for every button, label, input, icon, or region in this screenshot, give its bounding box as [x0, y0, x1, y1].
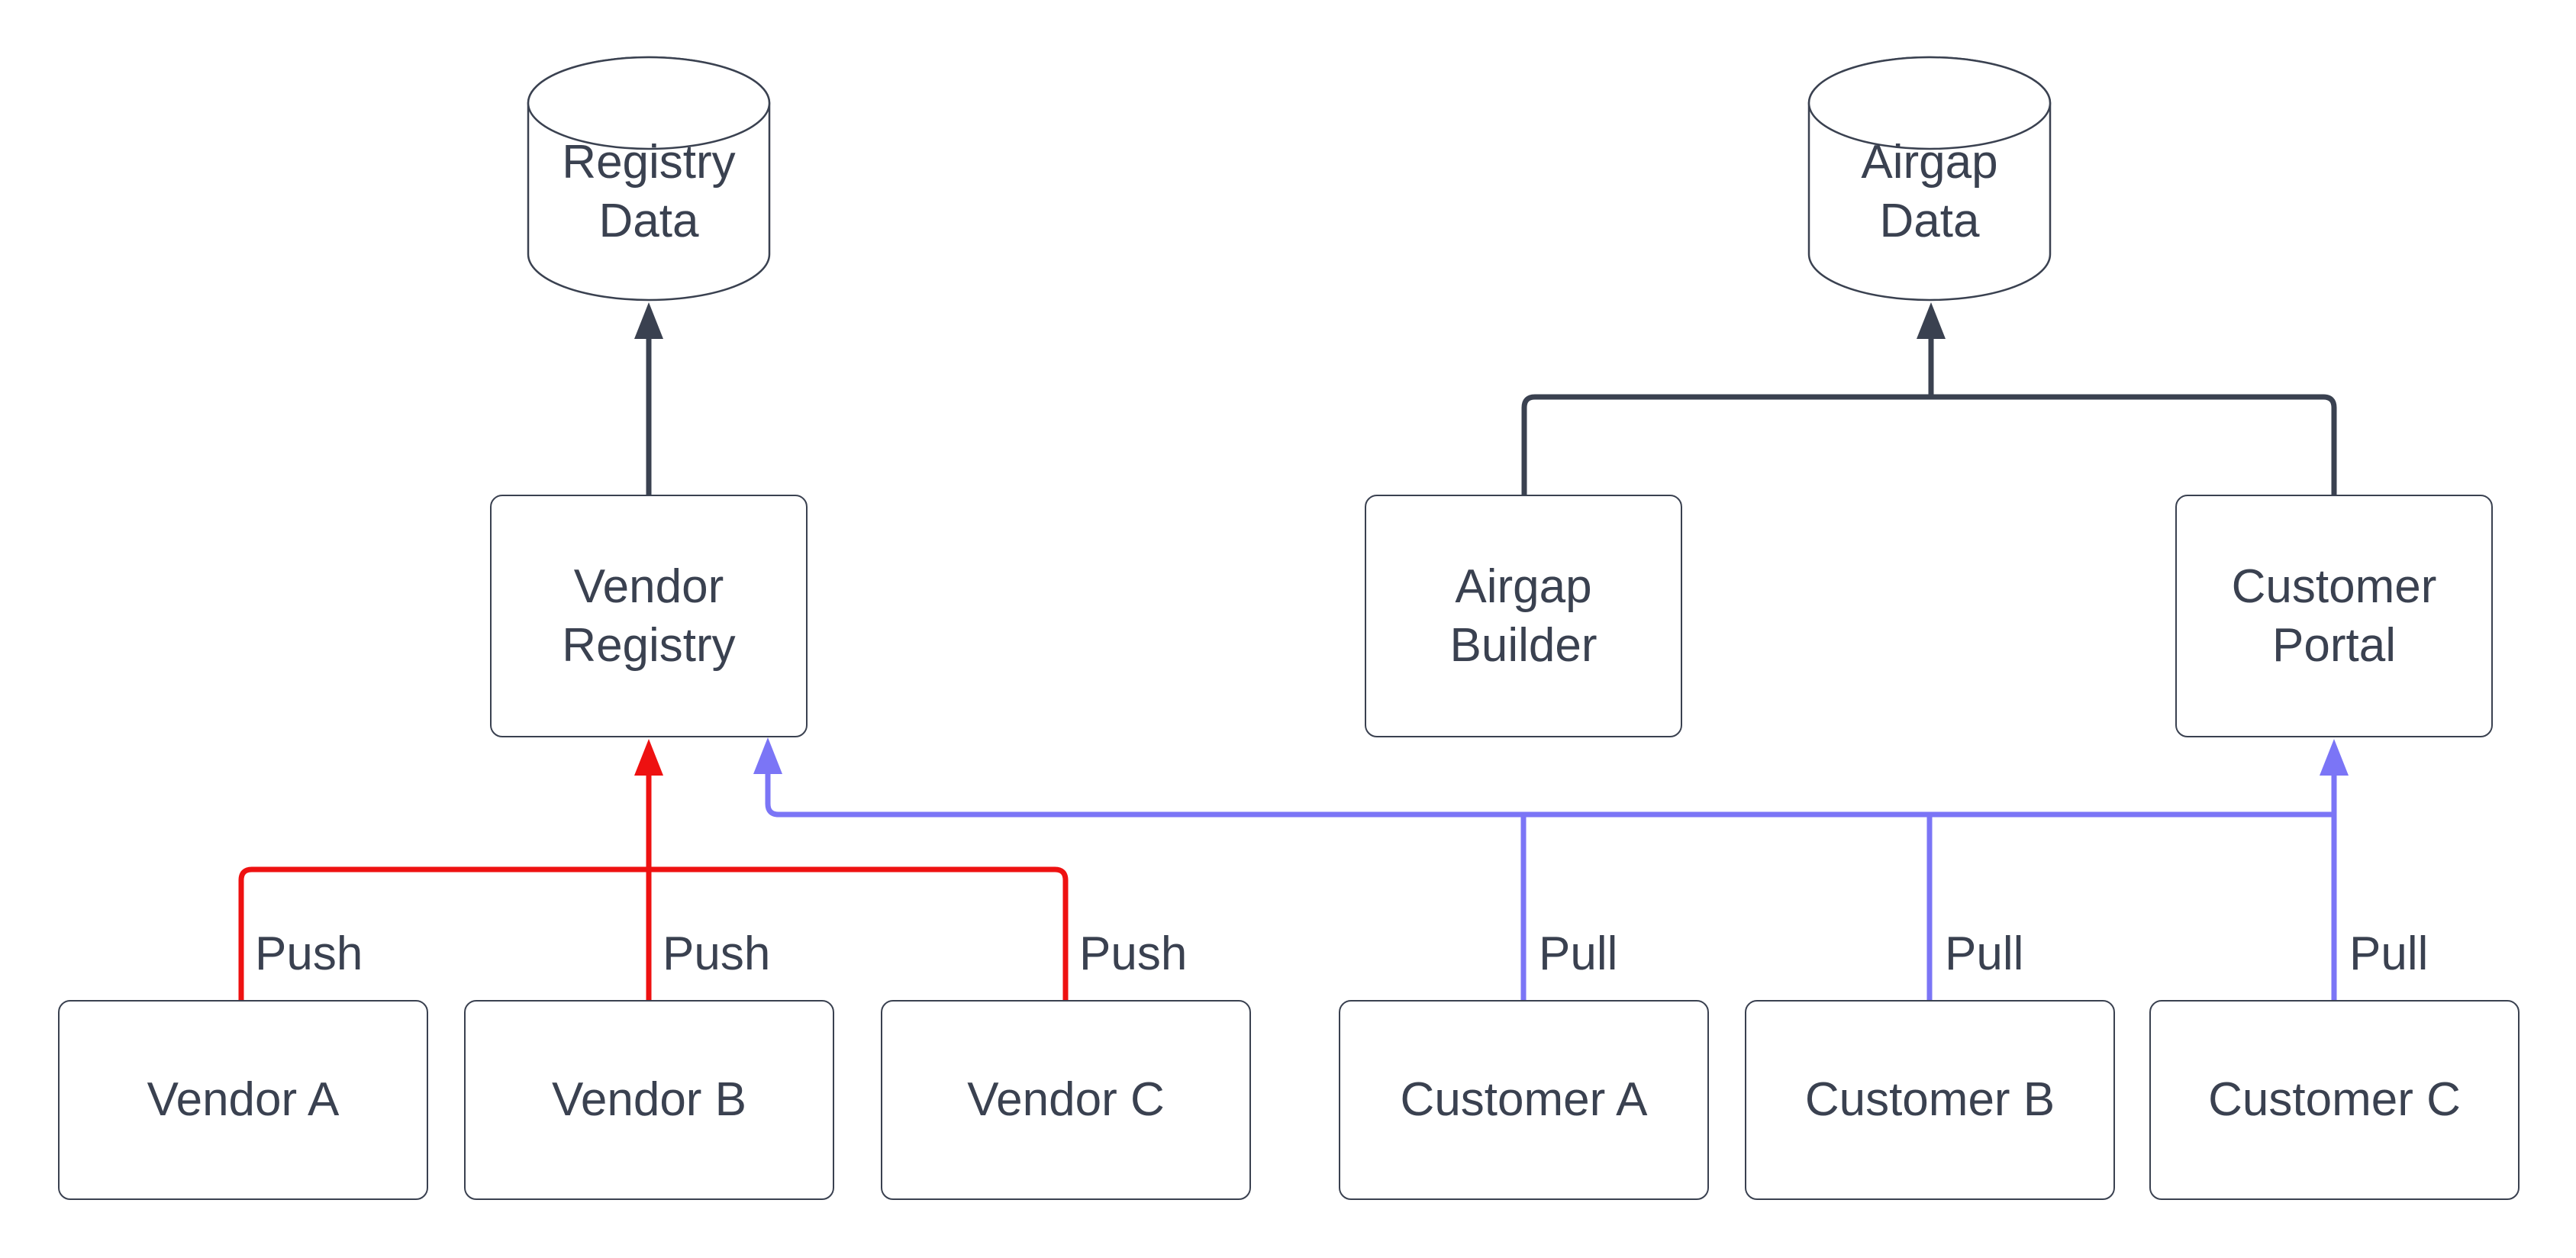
edge-label-pull-customer-c: Pull — [2349, 927, 2429, 980]
node-label: Customer C — [2208, 1073, 2461, 1127]
node-label: Customer A — [1400, 1073, 1648, 1127]
node-customer-b: Customer B — [1745, 1000, 2115, 1200]
node-label: Vendor A — [147, 1073, 340, 1127]
node-customer-portal: Customer Portal — [2175, 495, 2493, 737]
edge-label-pull-customer-b: Pull — [1945, 927, 2024, 980]
arrowhead-pull-vendor-registry — [753, 737, 782, 774]
node-label: Registry Data — [562, 135, 736, 248]
edge-label-pull-customer-a: Pull — [1539, 927, 1618, 980]
node-vendor-registry: Vendor Registry — [490, 495, 808, 737]
edge-airgap-bracket — [1521, 394, 2337, 495]
arrowhead-pull-customer-portal — [2320, 739, 2349, 776]
node-vendor-b: Vendor B — [464, 1000, 834, 1200]
edge-pull-trunk — [765, 774, 2334, 818]
node-vendor-c: Vendor C — [881, 1000, 1251, 1200]
edge-push-trunk — [238, 866, 1069, 1000]
node-airgap-data: Airgap Data — [1807, 56, 2052, 302]
node-label: Airgap Builder — [1449, 560, 1598, 673]
node-label: Vendor C — [967, 1073, 1165, 1127]
arrowhead-airgap-data — [1917, 302, 1946, 339]
cylinder-shape — [527, 56, 771, 302]
node-label: Airgap Data — [1861, 135, 1998, 248]
node-customer-a: Customer A — [1339, 1000, 1709, 1200]
node-vendor-a: Vendor A — [58, 1000, 428, 1200]
node-label: Customer Portal — [2231, 560, 2437, 673]
edge-label-push-vendor-b: Push — [663, 927, 771, 980]
cylinder-shape — [1807, 56, 2052, 302]
node-label: Vendor B — [551, 1073, 747, 1127]
node-airgap-builder: Airgap Builder — [1365, 495, 1682, 737]
edge-label-push-vendor-a: Push — [255, 927, 363, 980]
edge-label-push-vendor-c: Push — [1079, 927, 1188, 980]
node-label: Customer B — [1804, 1073, 2055, 1127]
node-label: Vendor Registry — [562, 560, 736, 673]
node-registry-data: Registry Data — [527, 56, 771, 302]
arrowhead-registry-data — [634, 302, 663, 339]
arrowhead-push-vendor-registry — [634, 739, 663, 776]
node-customer-c: Customer C — [2149, 1000, 2520, 1200]
